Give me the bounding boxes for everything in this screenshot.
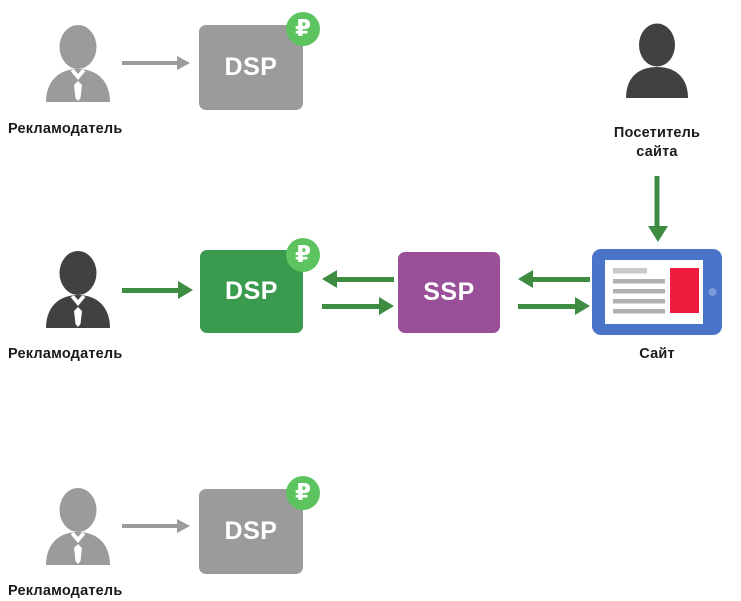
visitor-label-line1: Посетитель [613, 125, 701, 141]
dsp-box-bottom: DSP [199, 489, 303, 574]
dsp-box-top: DSP [199, 25, 303, 110]
dsp-box-middle: DSP [200, 250, 303, 333]
ssp-box: SSP [398, 252, 500, 333]
dsp-box-label-top: DSP [224, 53, 278, 81]
advertiser-label-top: Рекламодатель [8, 121, 123, 137]
ruble-badge-bottom: ₽ [286, 476, 320, 510]
site-label: Сайт [639, 346, 675, 362]
person-with-tie-icon [46, 488, 110, 565]
advertiser-icon-bottom [42, 487, 114, 572]
ruble-badge-middle: ₽ [286, 238, 320, 272]
visitor-icon [622, 22, 692, 105]
arrow-visitor-to-site [646, 176, 670, 249]
arrow-down-icon [648, 176, 668, 242]
visitor-label-line2: сайта [636, 144, 678, 160]
dsp-box-label-bottom: DSP [224, 517, 278, 545]
visitor-label: Посетитель сайта [587, 124, 727, 162]
tablet-icon [592, 249, 722, 335]
person-icon [626, 23, 688, 98]
person-with-tie-icon [46, 251, 110, 328]
ssp-box-label: SSP [423, 278, 475, 306]
advertiser-label-bottom: Рекламодатель [8, 583, 123, 599]
person-with-tie-icon [46, 25, 110, 102]
advertiser-icon-middle [42, 250, 114, 335]
site-icon [592, 249, 722, 340]
dsp-box-label-middle: DSP [225, 277, 278, 305]
advertiser-icon-top [42, 24, 114, 109]
advertiser-label-middle: Рекламодатель [8, 346, 123, 362]
ruble-badge-top: ₽ [286, 12, 320, 46]
